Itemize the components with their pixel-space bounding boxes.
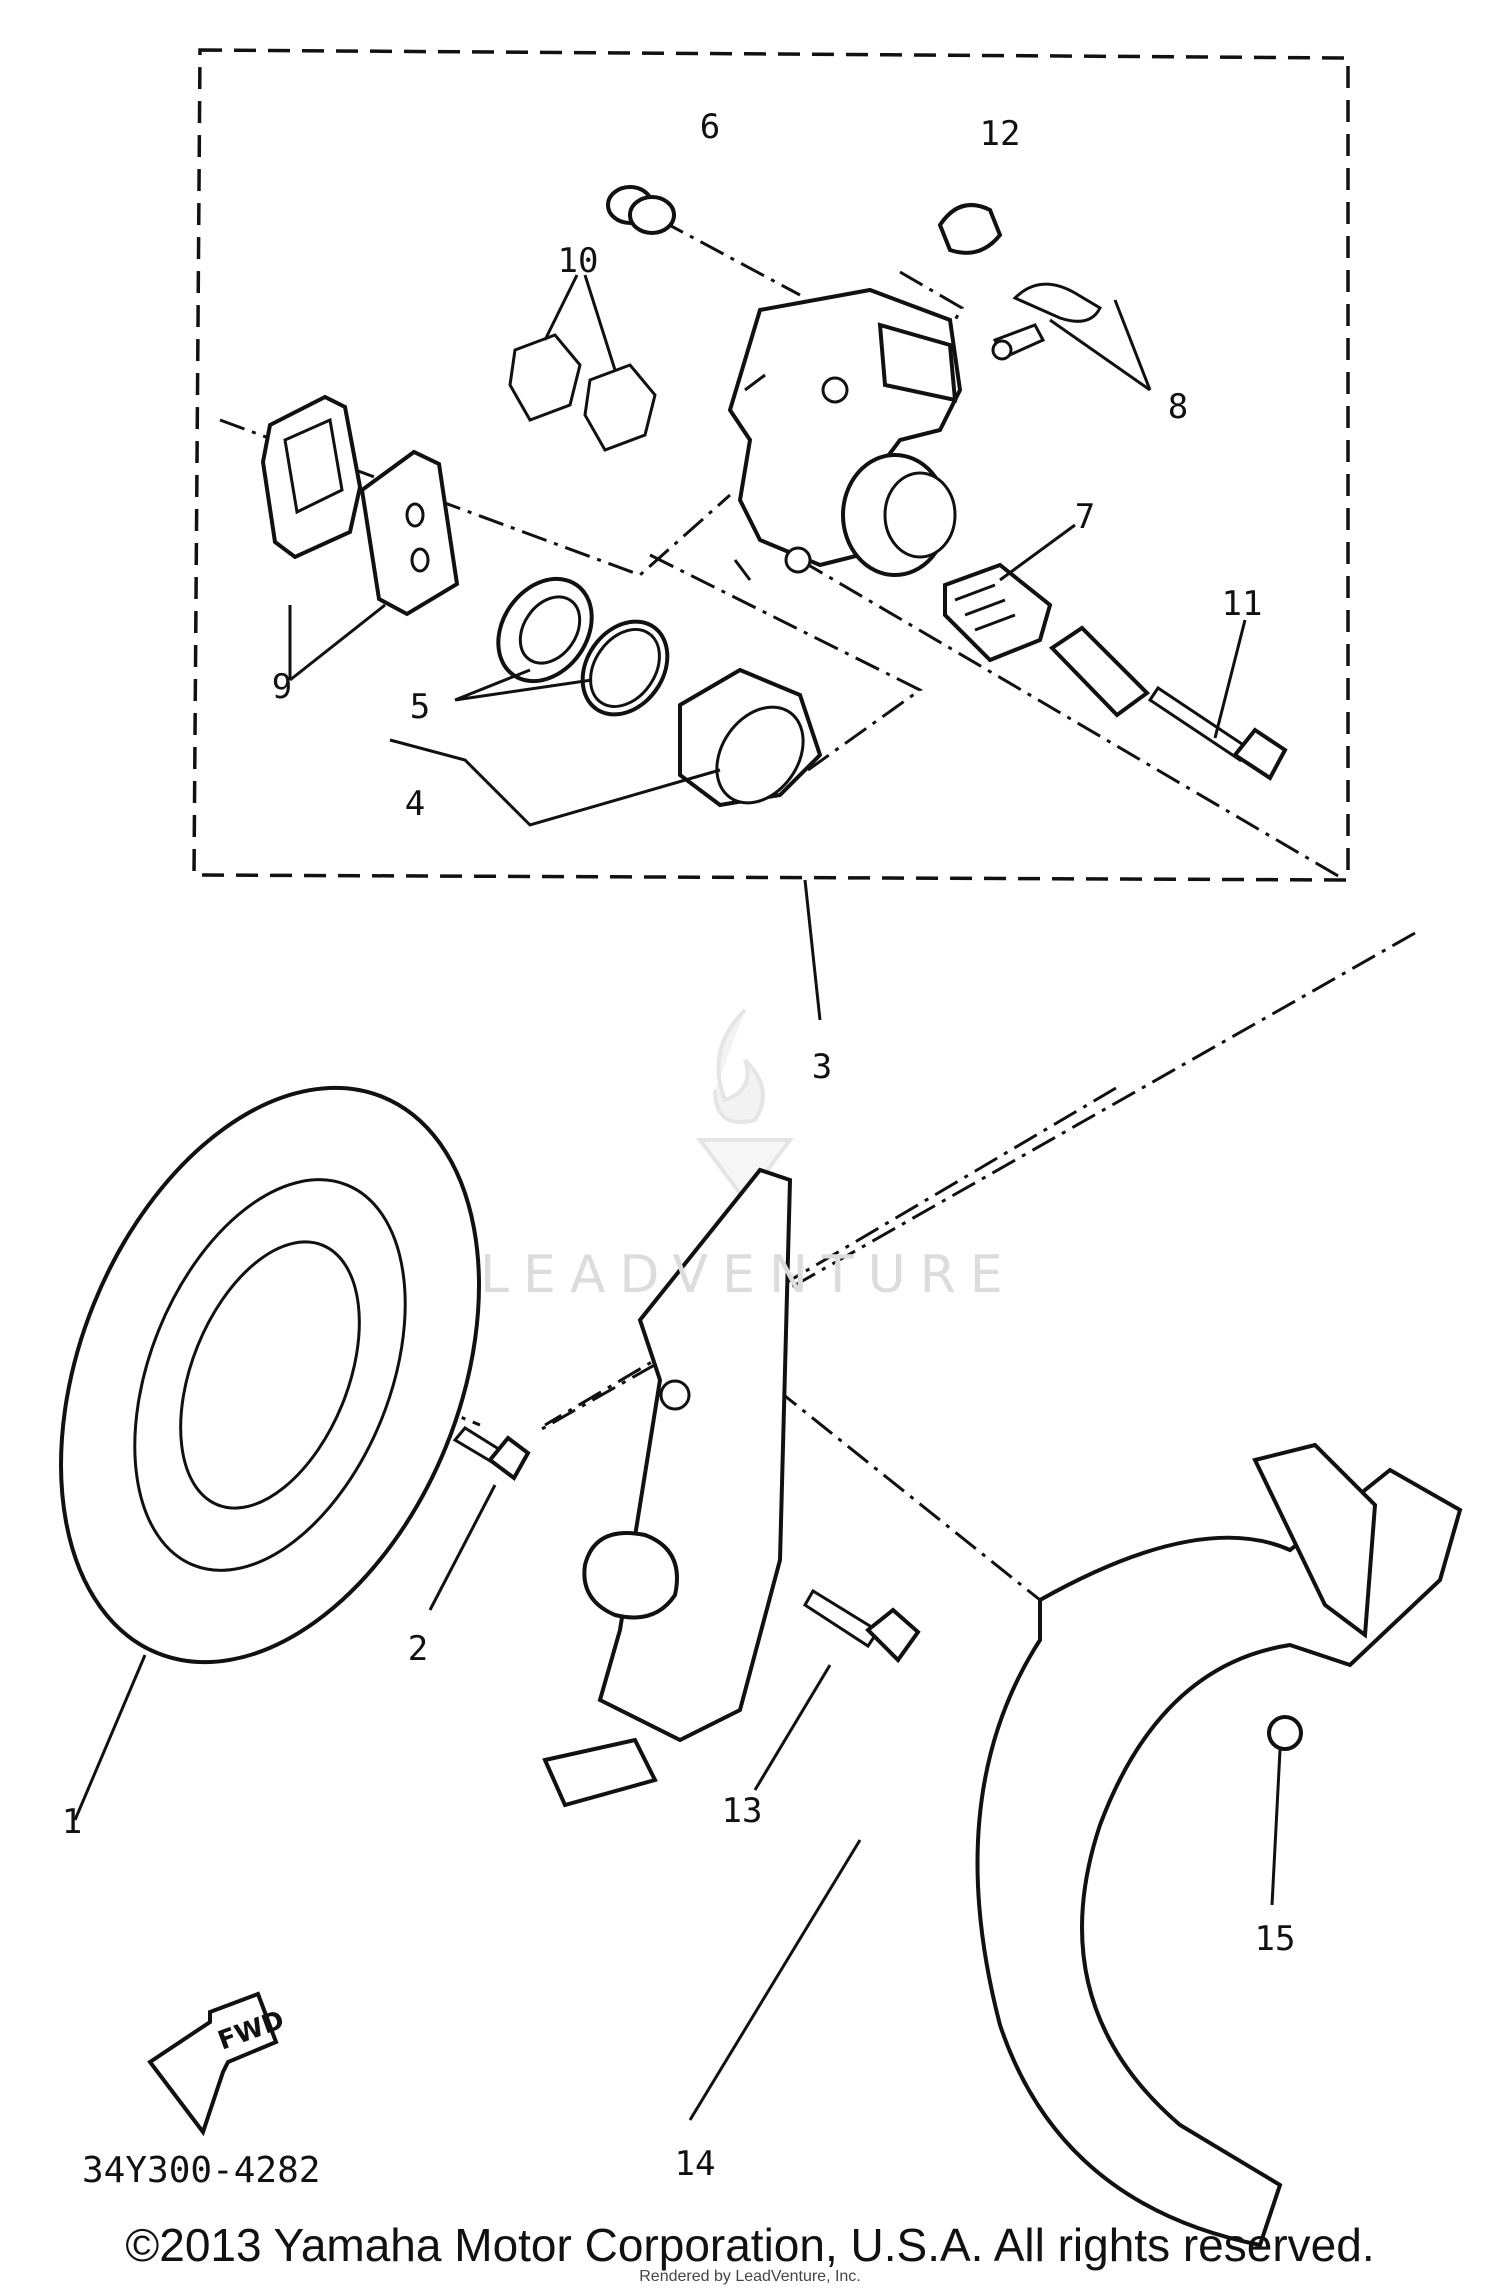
part-9-brake-pads <box>260 394 460 682</box>
callout-11: 11 <box>1222 584 1263 624</box>
callout-2: 2 <box>408 1629 428 1669</box>
drawing-number: 34Y300-4282 <box>82 2150 321 2191</box>
callout-6: 6 <box>700 107 720 147</box>
fwd-direction-arrow <box>147 1991 279 2137</box>
callout-14: 14 <box>675 2144 716 2184</box>
callout-10: 10 <box>558 241 599 281</box>
callout-12: 12 <box>980 114 1021 154</box>
leadventure-logo-watermark <box>696 1008 794 1204</box>
callout-7: 7 <box>1075 497 1095 537</box>
copyright-notice: ©2013 Yamaha Motor Corporation, U.S.A. A… <box>125 2219 1375 2271</box>
callout-1: 1 <box>62 1802 82 1842</box>
callout-4: 4 <box>405 784 425 824</box>
part-3-leader <box>803 879 822 1021</box>
callout-5: 5 <box>410 687 430 727</box>
caliper-body <box>727 287 963 581</box>
callout-15: 15 <box>1255 1919 1296 1959</box>
callout-3: 3 <box>812 1047 832 1087</box>
callout-13: 13 <box>722 1791 763 1831</box>
part-13-bolt <box>753 1588 921 1791</box>
part-8-bleed-screw <box>991 282 1152 392</box>
watermark-text: LEADVENTURE <box>480 1245 1017 1305</box>
part-11-bolt <box>1147 619 1288 781</box>
part-4-piston <box>389 667 823 827</box>
part-10-pad-springs <box>508 274 657 452</box>
fork-leg <box>542 1167 793 1808</box>
part-7-boot <box>943 523 1151 718</box>
part-5-piston-seals <box>454 576 670 717</box>
callout-8: 8 <box>1168 387 1188 427</box>
part-1-brake-disc <box>59 1085 481 1821</box>
rendered-by-notice: Rendered by LeadVenture, Inc. <box>639 2268 861 2285</box>
part-15-screw <box>1267 1715 1303 1906</box>
part-2-disc-bolt <box>428 1426 531 1611</box>
part-12-bleed-cap <box>937 203 1003 255</box>
part-14-disc-cover <box>688 1442 1463 2248</box>
part-6-sleeve <box>606 185 676 235</box>
callout-9: 9 <box>272 667 292 707</box>
caliper-assembly-boundary <box>192 48 1350 882</box>
